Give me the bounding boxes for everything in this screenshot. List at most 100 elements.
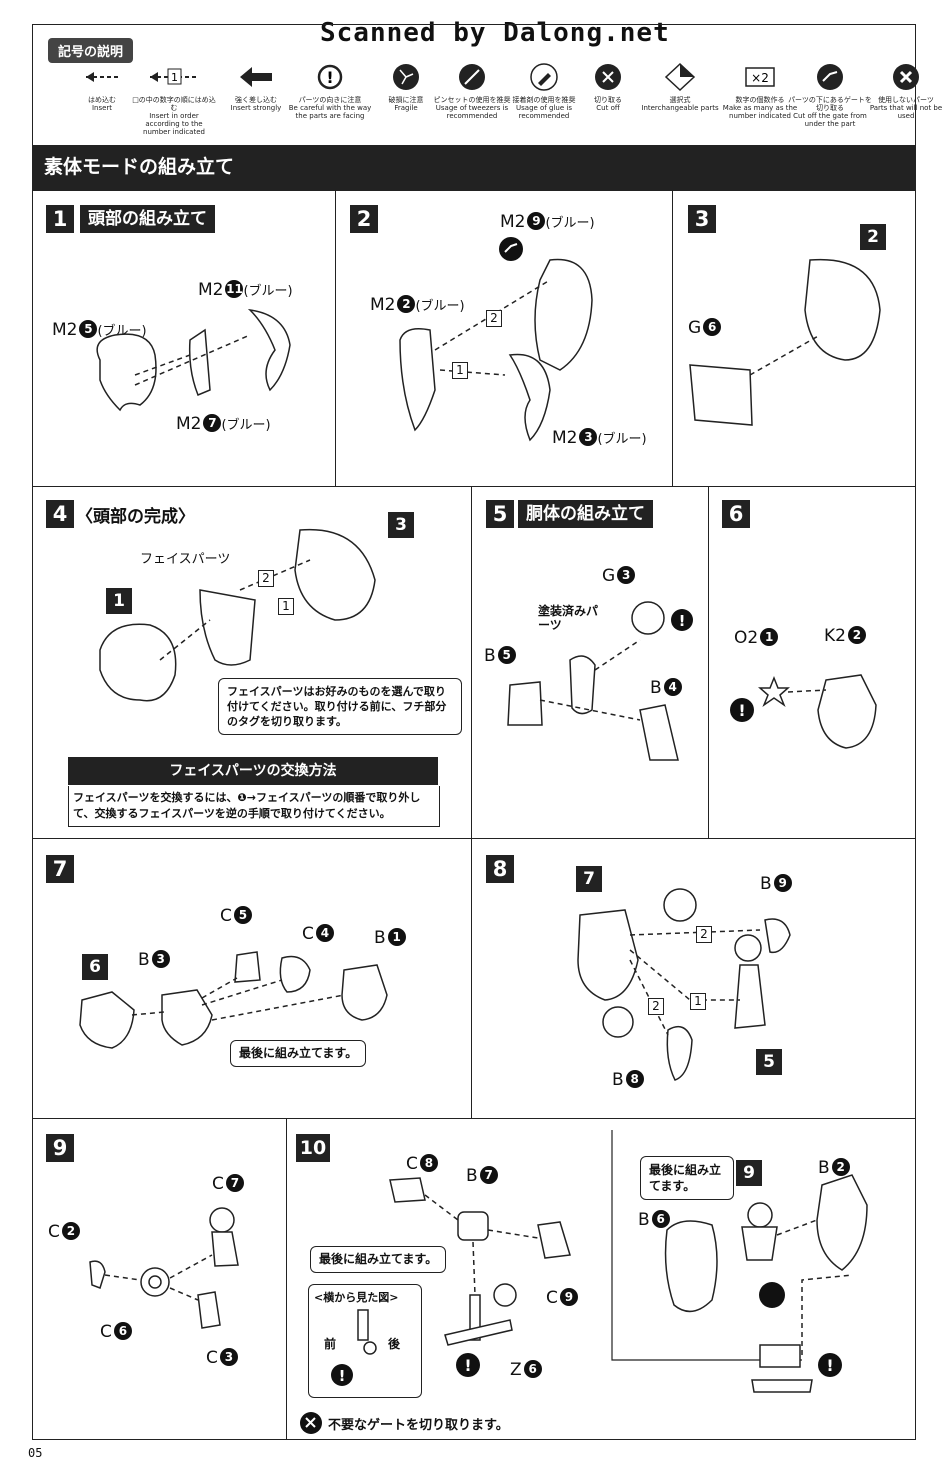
side-view-drawing: ! [331, 1309, 377, 1386]
reference-step: 6 [82, 954, 108, 980]
assemble-last-note: 最後に組み立てます。 [230, 1040, 367, 1067]
legend-symbol-en: Make as many as the number indicated [722, 104, 798, 120]
legend-symbol-ja: 切り取る [594, 96, 622, 104]
divider [286, 1118, 287, 1440]
glue-icon [502, 62, 586, 92]
reference-step: 9 [736, 1160, 762, 1186]
legend-symbol-ja: 破損に注意 [388, 96, 424, 104]
gate-cut-icon [788, 62, 872, 92]
step-5-illustration: ! [507, 601, 693, 761]
order-mark: 1 [690, 993, 706, 1010]
step-4-number: 4 [46, 500, 74, 528]
step-6-number: 6 [722, 500, 750, 528]
watermark: Scanned by Dalong.net [320, 18, 670, 48]
divider [672, 190, 673, 486]
step-1-number: 1 [46, 205, 74, 233]
order-mark: 1 [452, 362, 468, 379]
legend-title: 記号の説明 [48, 38, 134, 63]
step-7-illustration [79, 951, 388, 1049]
steps-frame [32, 190, 916, 1440]
legend-symbol-ja: ピンセットの使用を推奨 [433, 96, 511, 104]
legend-symbol-ja: 選択式 [669, 96, 691, 104]
step-2-illustration [399, 258, 593, 442]
painted-parts-label: 塗装済みパーツ [538, 604, 599, 632]
gate-cut-icon [499, 237, 523, 261]
svg-text:!: ! [679, 612, 686, 630]
step-3-number: 3 [688, 205, 716, 233]
face-parts-note: フェイスパーツはお好みのものを選んで取り付けてください。取り付ける前に、フチ部分… [218, 678, 462, 735]
step-10-number: 10 [296, 1134, 330, 1162]
legend-symbol-en: Cut off [596, 104, 620, 112]
legend-symbol-ja: パーツの下にあるゲートを切り取る [788, 96, 872, 112]
back-label: 後 [388, 1337, 401, 1351]
order-mark: 2 [258, 570, 274, 587]
svg-text:!: ! [738, 701, 745, 720]
svg-text:!: ! [326, 68, 333, 87]
unused-icon [864, 62, 942, 92]
reference-step: 1 [106, 588, 132, 614]
reference-step: 2 [860, 224, 886, 250]
assemble-last-note-2: 最後に組み立てます。 [640, 1156, 734, 1200]
legend-symbol-en: Cut off the gate from under the part [793, 112, 867, 128]
assemble-last-note: 最後に組み立てます。 [310, 1246, 447, 1273]
legend-symbol-en: Insert strongly [230, 104, 282, 112]
svg-text:!: ! [339, 1367, 346, 1385]
step-10-illustration: ! [389, 1177, 571, 1377]
numbered-arrow-icon: 1 [132, 62, 216, 92]
step-3-illustration [689, 258, 881, 426]
legend-symbol-ja: 使用しないパーツ [878, 96, 934, 104]
reference-step: 3 [388, 512, 414, 538]
face-swap-text: フェイスパーツを交換するには、❶→フェイスパーツの順番で取り外して、交換するフェ… [68, 786, 440, 827]
reference-step: 5 [756, 1049, 782, 1075]
section-title: 素体モードの組み立て [32, 145, 916, 190]
tweezers-icon [430, 62, 514, 92]
order-mark: 2 [486, 310, 502, 327]
svg-text:1: 1 [171, 71, 178, 84]
step-7-number: 7 [46, 855, 74, 883]
cut-icon [300, 1412, 322, 1434]
step-1-illustration [96, 308, 291, 412]
multiply-icon: ×2 [718, 62, 802, 92]
bold-arrow-icon [214, 62, 298, 92]
legend-symbol-en: Interchangeable parts [641, 104, 719, 112]
step-4-illustration [99, 528, 376, 702]
legend-symbol-ja: 数字の個数作る [735, 96, 785, 104]
divider [32, 838, 916, 839]
legend-symbol-en: Usage of tweezers is recommended [435, 104, 509, 120]
step-5-title: 胴体の組み立て [518, 500, 653, 528]
divider [32, 1118, 916, 1119]
step-8-number: 8 [486, 855, 514, 883]
legend-symbol-ja: パーツの向きに注意 [298, 96, 362, 104]
legend-symbol-en: Insert in order according to the number … [143, 112, 205, 136]
cut-icon [566, 62, 650, 92]
